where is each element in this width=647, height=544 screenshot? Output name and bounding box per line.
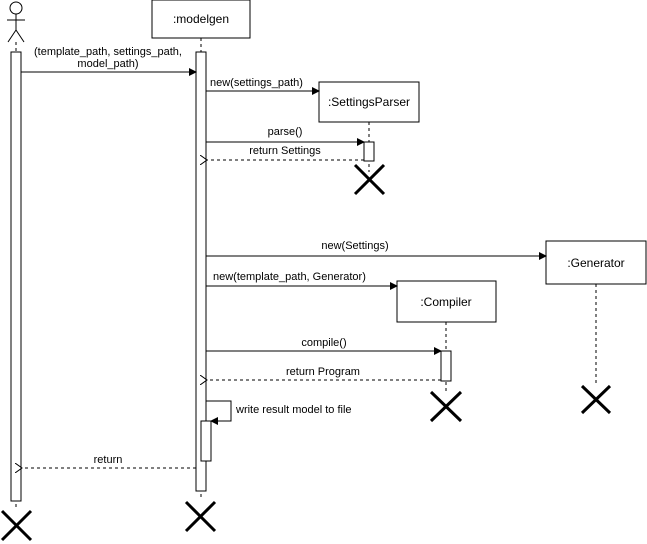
participant-settings-parser: :SettingsParser	[318, 81, 420, 123]
compile-label: compile()	[301, 337, 346, 349]
compiler-activation	[440, 350, 452, 382]
actor-destroy-icon	[0, 509, 33, 542]
call-label-line2: model_path)	[77, 58, 138, 70]
participant-compiler: :Compiler	[396, 280, 497, 323]
participant-settings-parser-label: :SettingsParser	[328, 95, 410, 109]
new-settings-parser-label: new(settings_path)	[210, 77, 303, 89]
call-label-line1: (template_path, settings_path,	[34, 46, 182, 58]
generator-destroy-icon	[580, 384, 612, 415]
modelgen-activation	[195, 51, 207, 492]
return-program-label: return Program	[286, 366, 360, 378]
new-generator-label: new(Settings)	[321, 240, 388, 252]
settings-parser-activation	[363, 141, 375, 162]
parse-label: parse()	[268, 126, 303, 138]
participant-generator-label: :Generator	[567, 256, 624, 270]
participant-modelgen-label: :modelgen	[173, 12, 229, 26]
write-result-label: write result model to file	[235, 404, 352, 416]
participant-generator: :Generator	[545, 240, 647, 285]
actor-figure	[7, 1, 25, 43]
participant-compiler-label: :Compiler	[420, 295, 471, 309]
actor-activation	[10, 51, 22, 502]
return-label: return	[94, 454, 123, 466]
new-compiler-label: new(template_path, Generator)	[213, 271, 366, 283]
write-result-arrow	[206, 400, 232, 425]
modelgen-self-activation	[200, 420, 212, 462]
compiler-destroy-icon	[429, 390, 463, 423]
modelgen-destroy-icon	[184, 500, 217, 533]
participant-modelgen: :modelgen	[151, 0, 251, 39]
settings-parser-destroy-icon	[353, 163, 386, 196]
return-settings-label: return Settings	[249, 145, 321, 157]
